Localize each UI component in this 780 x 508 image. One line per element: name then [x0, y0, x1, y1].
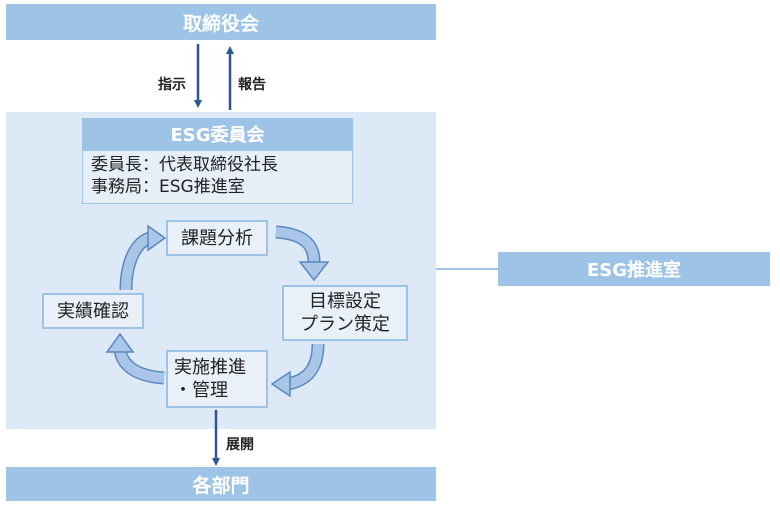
report-label: 報告: [238, 77, 266, 93]
committee-title-text: ESG委員会: [170, 125, 265, 146]
goal-setting-label-1: 目標設定: [309, 291, 381, 312]
esg-committee-members: 委員長：代表取締役社長 事務局：ESG推進室: [82, 150, 353, 204]
implementation-label-1: 実施推進: [174, 357, 246, 378]
result-check-node: 実績確認: [42, 293, 144, 329]
deploy-label: 展開: [226, 437, 254, 453]
goal-setting-label-2: プラン策定: [300, 314, 390, 335]
departments-bar: 各部門: [6, 467, 436, 501]
goal-setting-node: 目標設定 プラン策定: [282, 285, 408, 341]
cycle-arrow-implementation-to-result: [105, 332, 165, 385]
result-check-label: 実績確認: [57, 300, 129, 322]
implementation-label-2: ・管理: [174, 380, 228, 401]
implementation-node: 実施推進 ・管理: [166, 350, 268, 408]
issue-analysis-node: 課題分析: [166, 220, 268, 256]
board-of-directors-bar: 取締役会: [6, 4, 436, 40]
committee-office: 事務局：ESG推進室: [91, 177, 245, 197]
cycle-arrow-analysis-to-goal: [275, 225, 330, 282]
instruct-label: 指示: [158, 77, 186, 93]
esg-office-bar: ESG推進室: [498, 252, 770, 286]
esg-office-label: ESG推進室: [586, 260, 682, 281]
departments-label: 各部門: [192, 474, 250, 497]
cycle-arrow-result-to-analysis: [119, 224, 167, 291]
committee-chair: 委員長：代表取締役社長: [91, 155, 278, 175]
issue-analysis-label: 課題分析: [181, 227, 253, 249]
esg-committee-title: ESG委員会: [82, 118, 353, 150]
board-label: 取締役会: [182, 12, 259, 35]
cycle-arrow-goal-to-implementation: [270, 343, 325, 398]
